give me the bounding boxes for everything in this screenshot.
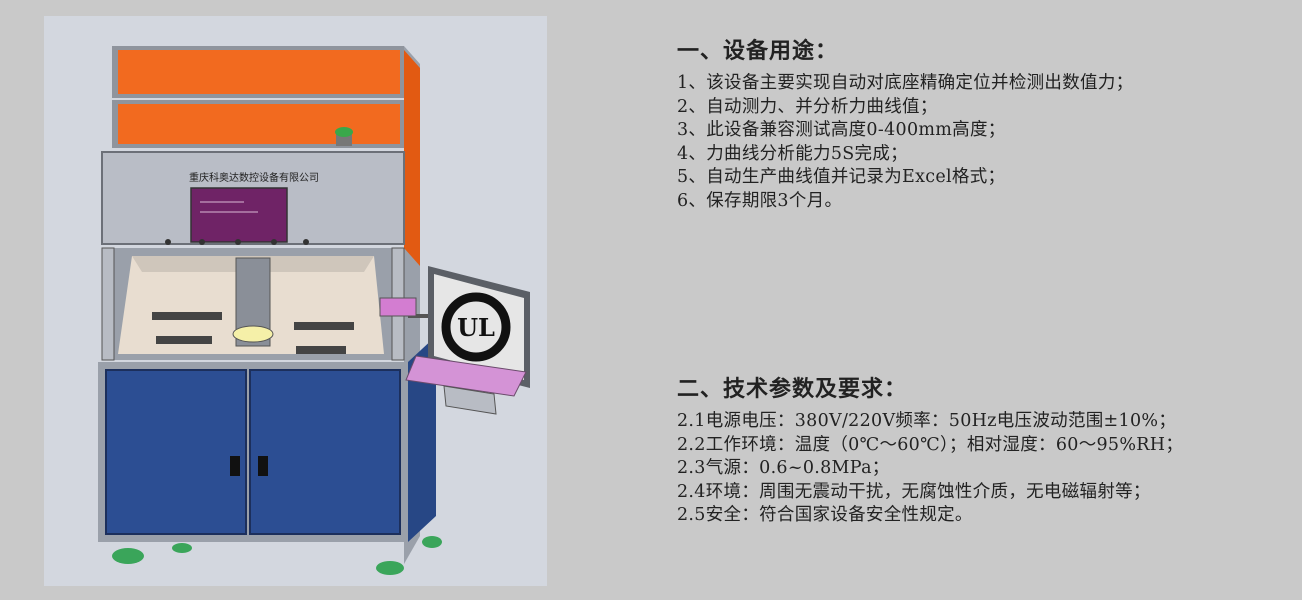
section1-item: 3、此设备兼容测试高度0-400mm高度； (677, 120, 1006, 141)
section2-item: 2.1电源电压：380V/220V频率：50Hz电压波动范围±10%； (677, 411, 1177, 431)
wheels (112, 536, 442, 575)
section1-heading: 一、设备用途： (677, 38, 839, 64)
machine-illustration: 重庆科奥达数控设备有限公司 (44, 16, 547, 586)
section1-item: 6、保存期限3个月。 (677, 190, 843, 211)
section-equipment-purpose: 一、设备用途： 1、该设备主要实现自动对底座精确定位并检测出数值力； 2、自动测… (677, 36, 1133, 214)
hand-controller (379, 297, 417, 317)
section2-item: 2.2工作环境：温度（0℃～60℃）；相对湿度：60～95%RH； (677, 434, 1184, 455)
section1-item: 4、力曲线分析能力5S完成； (677, 143, 908, 164)
svg-text:UL: UL (457, 313, 495, 342)
monitor: UL (428, 266, 530, 388)
keyboard (405, 355, 527, 397)
section1-item: 5、自动生产曲线值并记录为Excel格式； (677, 167, 1006, 188)
section2-heading: 二、技术参数及要求： (677, 376, 908, 402)
section2-item: 2.3气源：0.6~0.8MPa； (677, 458, 890, 479)
hmi-screen (190, 187, 288, 243)
lower-cabinet (98, 336, 436, 542)
section2-item: 2.5安全：符合国家设备安全性规定。 (677, 505, 973, 526)
company-label: 重庆科奥达数控设备有限公司 (189, 171, 319, 184)
section2-item: 2.4环境：周围无震动干扰，无腐蚀性介质，无电磁辐射等； (677, 481, 1151, 502)
panel-buttons (165, 239, 309, 245)
ul-logo-icon (441, 292, 511, 362)
section1-item: 1、该设备主要实现自动对底座精确定位并检测出数值力； (677, 73, 1134, 93)
fixtures (152, 312, 354, 354)
section1-item: 2、自动测力、并分析力曲线值； (677, 96, 938, 117)
indicator-light-icon (335, 127, 353, 146)
section-technical-parameters: 二、技术参数及要求： 2.1电源电压：380V/220V频率：50Hz电压波动范… (677, 374, 1183, 528)
top-orange-panels (112, 46, 420, 266)
